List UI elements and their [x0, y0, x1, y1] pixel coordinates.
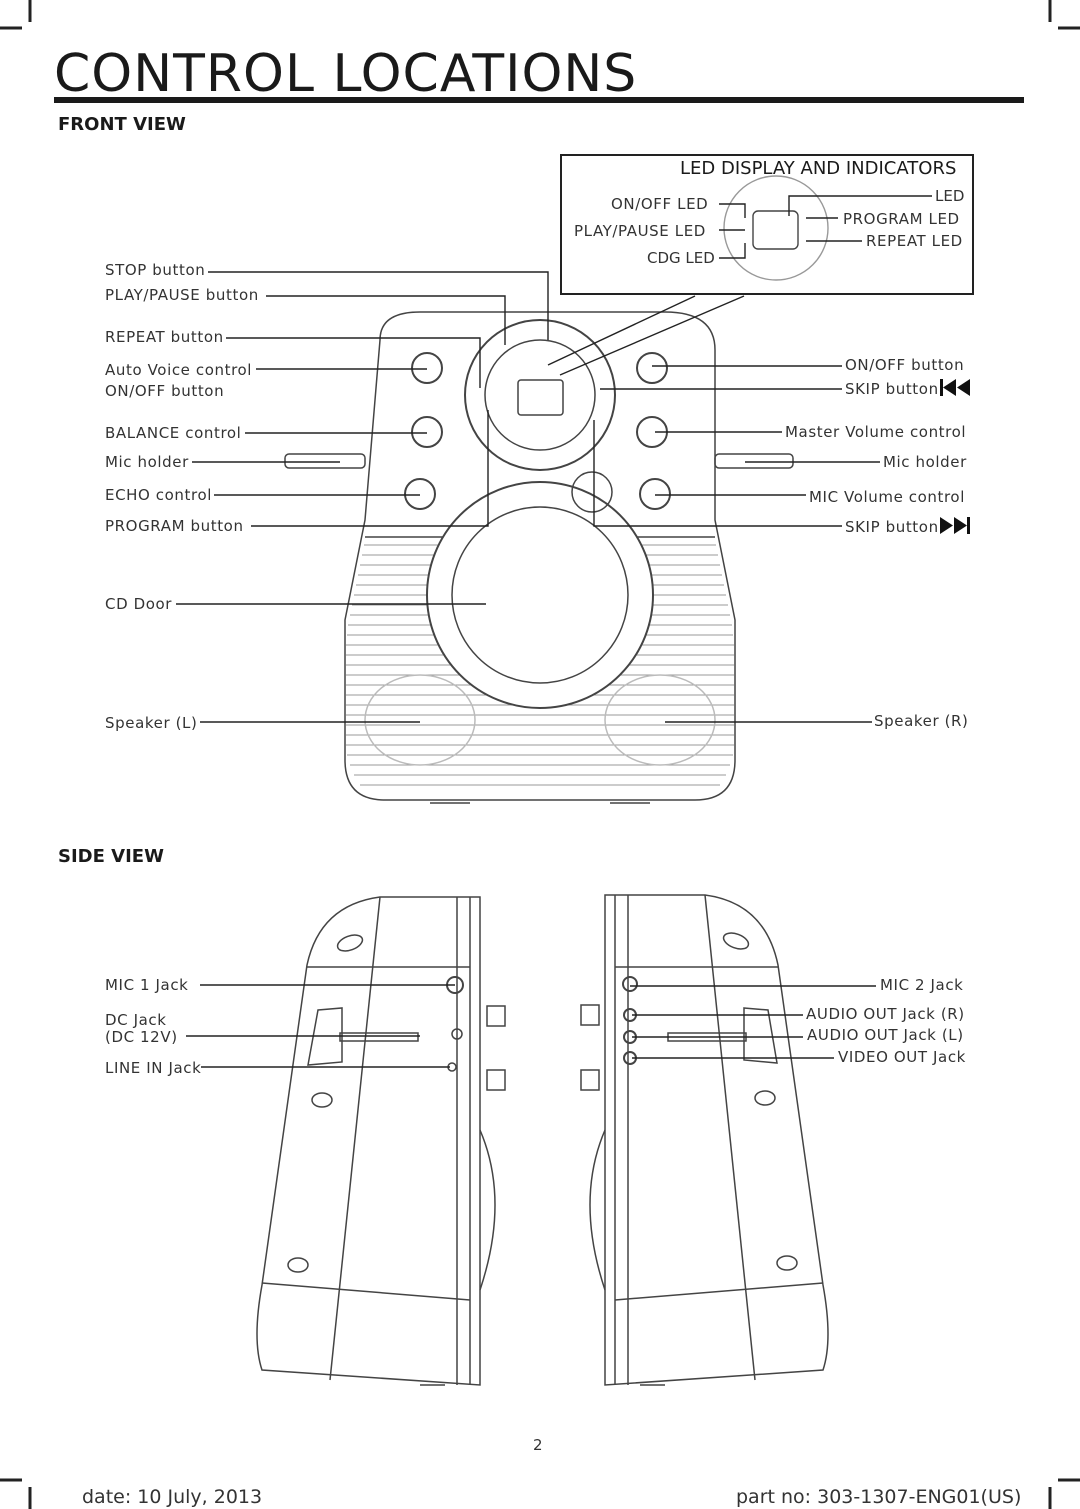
footer-part-number: part no: 303-1307-ENG01(US) — [736, 1486, 1022, 1508]
auto-voice-label: Auto Voice control — [105, 361, 253, 379]
led-panel-title: LED DISPLAY AND INDICATORS — [680, 158, 957, 179]
skip-forward-button-label: SKIP button — [845, 518, 939, 536]
line-in-jack-label: LINE IN Jack — [105, 1059, 202, 1077]
dc-jack-voltage-label: (DC 12V) — [105, 1028, 178, 1046]
audio-out-l-label: AUDIO OUT Jack (L) — [807, 1026, 964, 1044]
master-volume-label: Master Volume control — [785, 423, 967, 441]
footer-date: date: 10 July, 2013 — [82, 1486, 263, 1508]
led-label: LED — [935, 187, 965, 205]
repeat-led-label: REPEAT LED — [866, 232, 963, 250]
mic2-jack-label: MIC 2 Jack — [880, 976, 964, 994]
unit-body — [344, 311, 736, 801]
on-off-button-label: ON/OFF button — [845, 356, 965, 374]
speaker-left-label: Speaker (L) — [105, 714, 198, 732]
cdg-led-label: CDG LED — [647, 249, 715, 267]
side-unit-right — [604, 894, 829, 1386]
side-unit-left — [256, 896, 481, 1386]
play-pause-button-label: PLAY/PAUSE button — [105, 286, 259, 304]
play-pause-led-label: PLAY/PAUSE LED — [574, 222, 706, 240]
cd-door-label: CD Door — [105, 595, 173, 613]
dc-jack-label: DC Jack — [105, 1011, 167, 1029]
mic-volume-label: MIC Volume control — [809, 488, 965, 506]
side-view-heading: SIDE VIEW — [58, 846, 164, 867]
video-out-jack-label: VIDEO OUT Jack — [838, 1048, 966, 1066]
program-led-label: PROGRAM LED — [843, 210, 960, 228]
page-title: CONTROL LOCATIONS — [54, 44, 638, 104]
title-rule — [54, 97, 1024, 103]
program-button-label: PROGRAM button — [105, 517, 244, 535]
mic-holder-left-label: Mic holder — [105, 453, 189, 471]
mic1-jack-label: MIC 1 Jack — [105, 976, 189, 994]
echo-control-label: ECHO control — [105, 486, 212, 504]
speaker-right-label: Speaker (R) — [874, 712, 969, 730]
on-off-led-label: ON/OFF LED — [611, 195, 709, 213]
balance-control-label: BALANCE control — [105, 424, 242, 442]
skip-back-button-label: SKIP button — [845, 380, 939, 398]
page-number: 2 — [533, 1436, 543, 1454]
mic-holder-right-label: Mic holder — [883, 453, 967, 471]
auto-voice-label-2: ON/OFF button — [105, 382, 225, 400]
cd-door — [426, 481, 654, 709]
led-panel-box — [560, 154, 974, 295]
front-view-heading: FRONT VIEW — [58, 114, 186, 135]
repeat-button-label: REPEAT button — [105, 328, 224, 346]
audio-out-r-label: AUDIO OUT Jack (R) — [806, 1005, 965, 1023]
control-ring — [464, 319, 616, 471]
stop-button-label: STOP button — [105, 261, 206, 279]
